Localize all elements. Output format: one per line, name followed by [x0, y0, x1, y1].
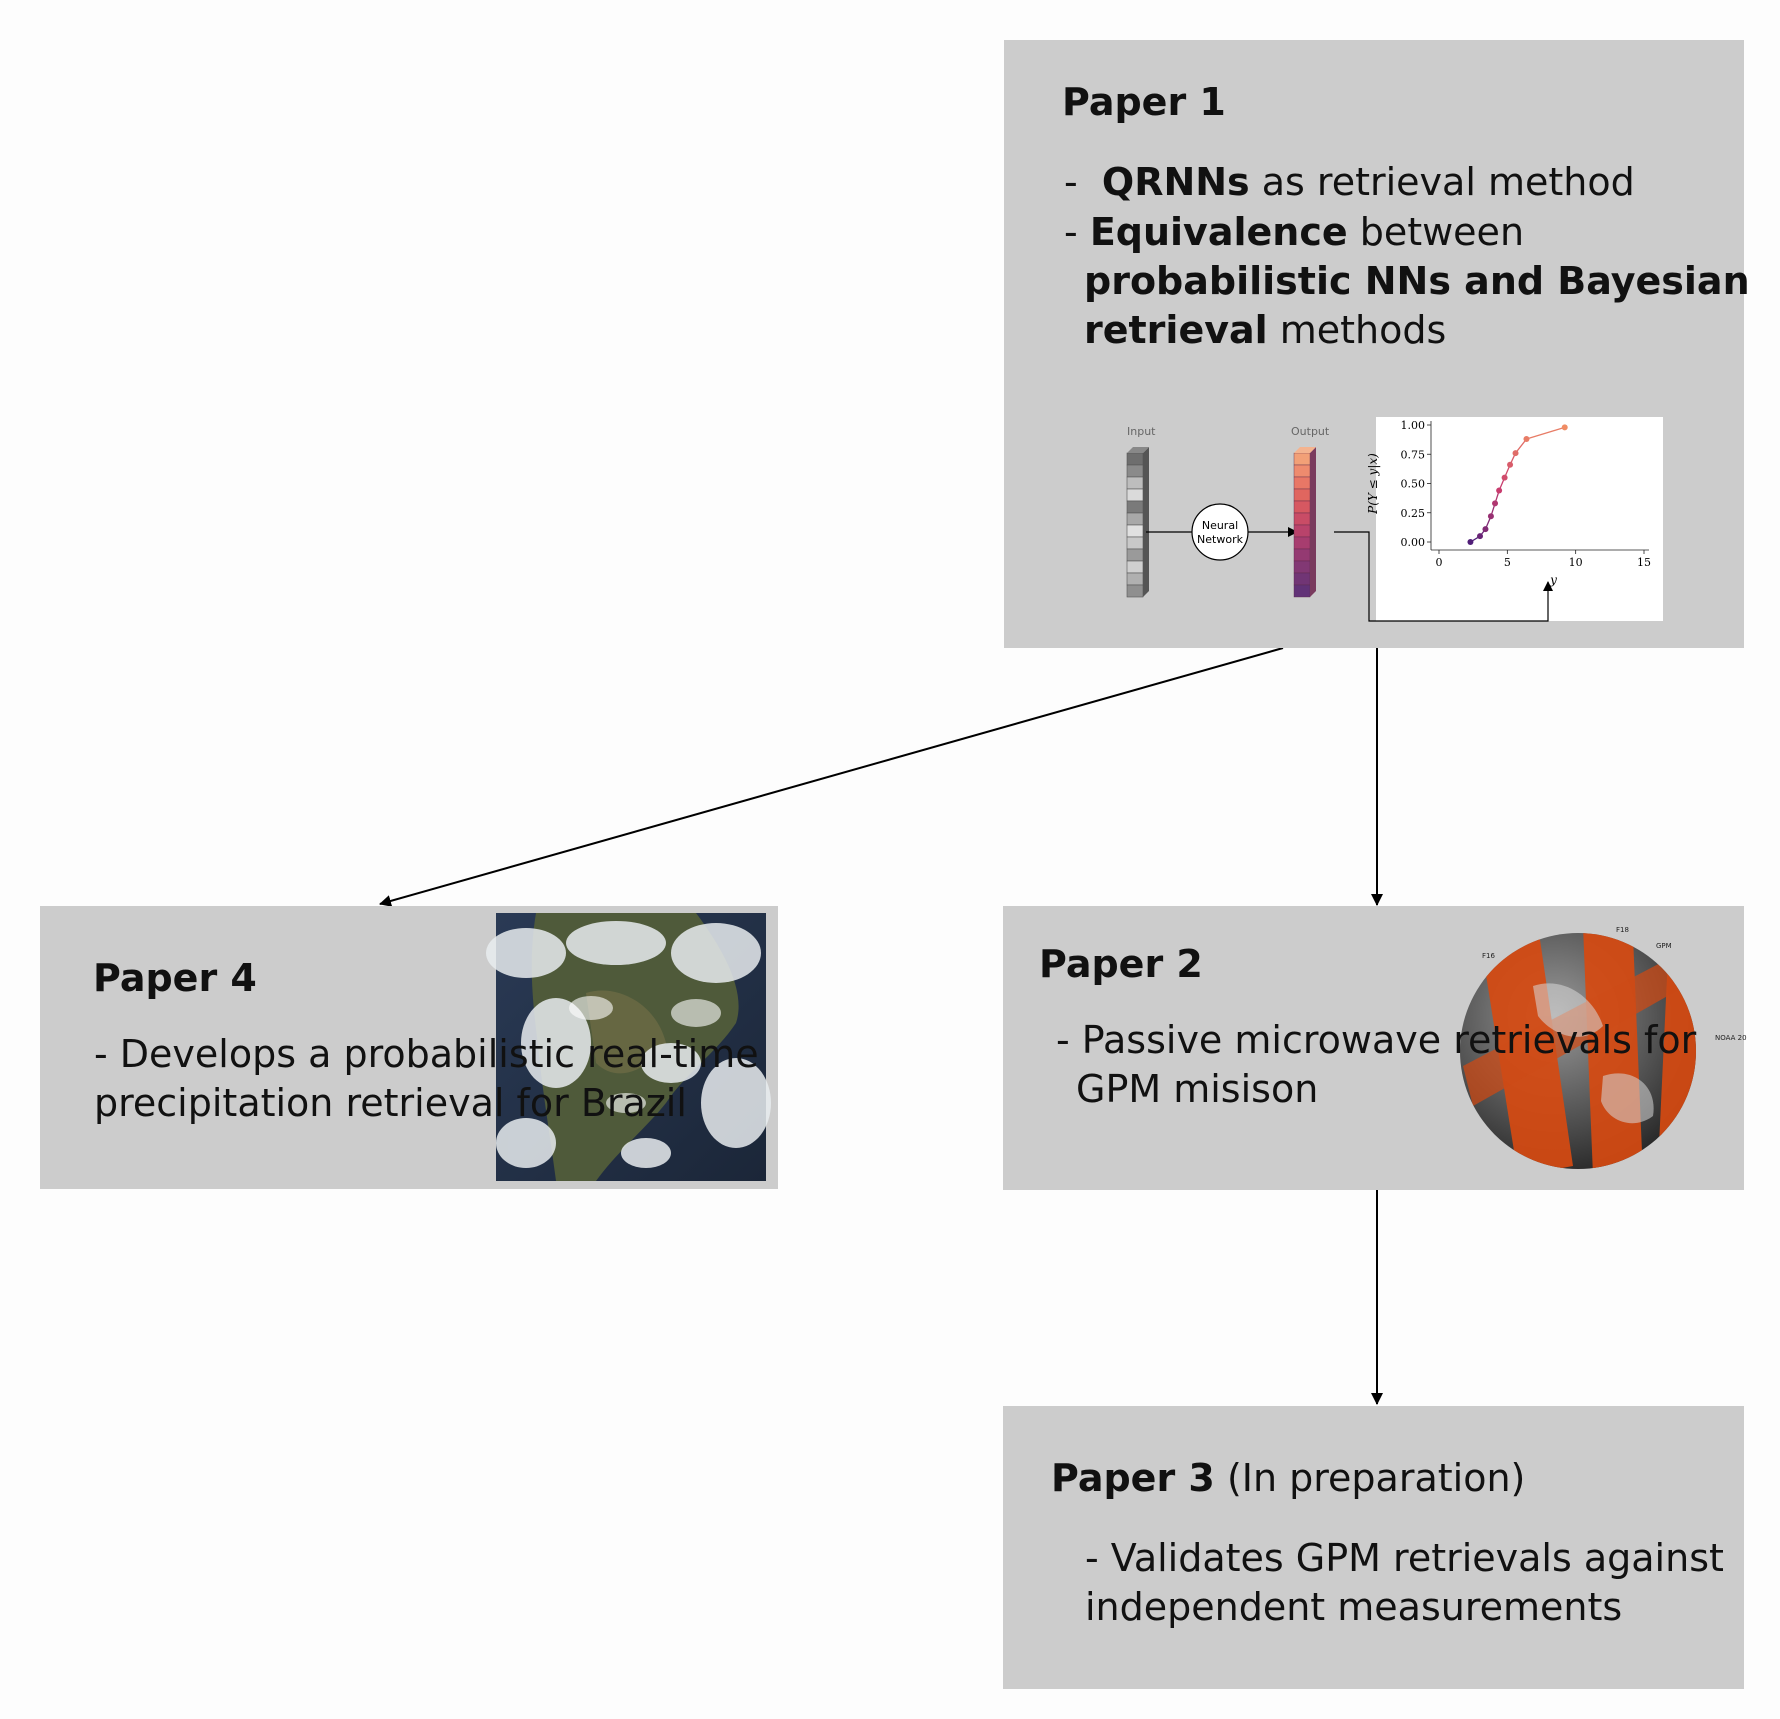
- output-vector: [1293, 447, 1316, 598]
- x-tick-label: 10: [1569, 556, 1583, 569]
- y-tick-label: 0.25: [1401, 507, 1426, 520]
- arrow-paper1-to-paper4: [379, 647, 1284, 907]
- paper3-box: Paper 3 (In preparation) - Validates GPM…: [1003, 1406, 1744, 1689]
- globe-label-f16: F16: [1482, 952, 1495, 960]
- input-vector: [1126, 447, 1149, 598]
- paper1-bullet-2: - Equivalence between: [1064, 210, 1525, 254]
- satellite-image-brazil: [486, 913, 771, 1181]
- output-cell: [1293, 452, 1311, 466]
- output-cell: [1293, 536, 1311, 550]
- y-tick-label: 0.00: [1401, 536, 1426, 549]
- input-cell: [1126, 464, 1144, 478]
- cdf-point: [1512, 450, 1519, 457]
- y-tick-label: 0.50: [1401, 478, 1426, 491]
- globe-label-noaa20: NOAA 20: [1715, 1034, 1747, 1042]
- cdf-point: [1482, 526, 1489, 533]
- x-tick-label: 5: [1504, 556, 1511, 569]
- globe-label-gpm: GPM: [1656, 942, 1672, 950]
- cdf-point: [1492, 500, 1499, 507]
- paper1-bullet-2-line-3: retrieval methods: [1084, 308, 1447, 352]
- cdf-point: [1467, 539, 1474, 545]
- output-label: Output: [1291, 425, 1330, 438]
- input-cell: [1126, 488, 1144, 502]
- paper1-bullet-2-line-2: probabilistic NNs and Bayesian: [1084, 259, 1750, 303]
- cdf-line-segment: [1526, 426, 1565, 440]
- x-axis-label: y: [1549, 573, 1557, 587]
- cdf-point: [1523, 436, 1530, 443]
- output-cell: [1293, 464, 1311, 478]
- output-cell: [1293, 476, 1311, 490]
- cdf-point: [1501, 474, 1508, 481]
- neural-network-node: [1191, 503, 1249, 561]
- cdf-point: [1496, 487, 1503, 494]
- paper2-line-2: GPM misison: [1076, 1067, 1319, 1111]
- paper1-bullet-1: - QRNNs as retrieval method: [1064, 160, 1635, 204]
- paper4-line-2: precipitation retrieval for Brazil: [94, 1081, 687, 1125]
- output-cell: [1293, 512, 1311, 526]
- output-cell: [1293, 560, 1311, 574]
- input-cell: [1126, 476, 1144, 490]
- input-cell: [1126, 560, 1144, 574]
- output-cell: [1293, 524, 1311, 538]
- y-axis-label: P(Y ≤ y|x): [1366, 453, 1380, 515]
- x-tick-label: 0: [1436, 556, 1443, 569]
- output-cell: [1293, 584, 1311, 598]
- paper1-box: Paper 1 - QRNNs as retrieval method - Eq…: [1004, 40, 1750, 648]
- input-cell: [1126, 548, 1144, 562]
- nn-label-2: Network: [1197, 533, 1244, 546]
- input-cell: [1126, 572, 1144, 586]
- qrnn-figure: Input Neural Network Output 0 5 10 15 0.00 0.…: [1126, 417, 1663, 621]
- y-tick-label: 1.00: [1401, 419, 1426, 432]
- cdf-point: [1477, 533, 1483, 540]
- cdf-point: [1507, 461, 1514, 468]
- paper3-title: Paper 3 (In preparation): [1051, 1456, 1526, 1500]
- paper4-line-1: - Develops a probabilistic real-time: [94, 1032, 759, 1076]
- input-label: Input: [1127, 425, 1156, 438]
- y-tick-label: 0.75: [1401, 448, 1426, 461]
- output-cell: [1293, 548, 1311, 562]
- paper4-title: Paper 4: [93, 956, 257, 1000]
- input-cell: [1126, 452, 1144, 466]
- input-cell: [1126, 512, 1144, 526]
- globe-image: F18 GPM F16 NOAA 20: [1460, 926, 1747, 1169]
- paper1-title: Paper 1: [1062, 80, 1226, 124]
- output-cell: [1293, 500, 1311, 514]
- globe-label-f18: F18: [1616, 926, 1629, 934]
- paper2-title: Paper 2: [1039, 942, 1203, 986]
- output-cell: [1293, 572, 1311, 586]
- x-tick-label: 15: [1637, 556, 1651, 569]
- paper2-box: Paper 2 F18 GPM F16 NOAA 20 - Passive mi…: [1003, 906, 1747, 1190]
- cdf-point: [1487, 513, 1494, 520]
- input-cell: [1126, 584, 1144, 598]
- paper2-line-1: - Passive microwave retrievals for: [1056, 1018, 1697, 1062]
- paper3-line-2: independent measurements: [1085, 1585, 1623, 1629]
- nn-label-1: Neural: [1202, 519, 1238, 532]
- input-cell: [1126, 500, 1144, 514]
- output-cell: [1293, 488, 1311, 502]
- paper4-box: Paper 4 - Develops a probabilistic real-…: [40, 906, 778, 1189]
- input-cell: [1126, 536, 1144, 550]
- paper3-line-1: - Validates GPM retrievals against: [1085, 1536, 1724, 1580]
- input-cell: [1126, 524, 1144, 538]
- cdf-point: [1561, 424, 1568, 431]
